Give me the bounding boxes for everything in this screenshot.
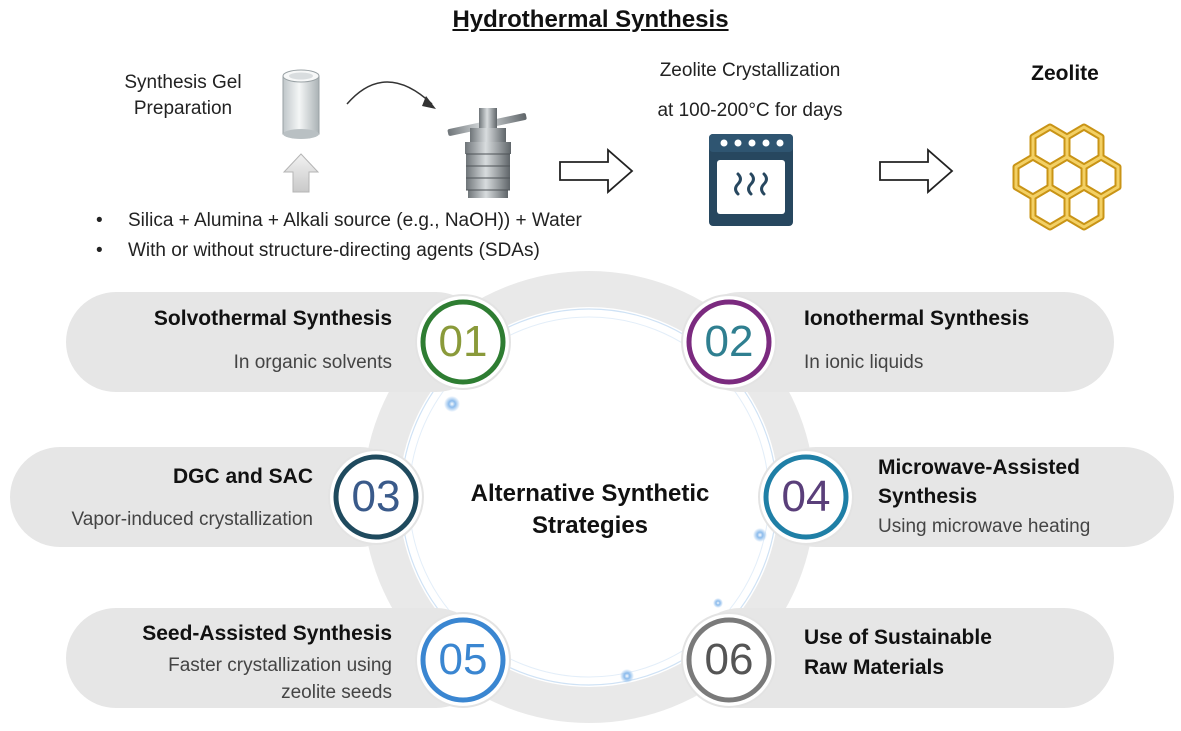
strategy-subtitle-05-line2: zeolite seeds: [281, 682, 392, 703]
arrow-right-icon: [879, 148, 954, 194]
strategy-title-05: Seed-Assisted Synthesis: [142, 622, 392, 645]
number-circle-03: [328, 449, 424, 545]
strategy-number-06: 06: [704, 635, 754, 684]
strategy-title-03: DGC and SAC: [172, 465, 313, 488]
strategy-subtitle-05-line1: Faster crystallization using: [168, 655, 392, 676]
beaker-icon: [282, 69, 320, 139]
number-circle-04: [758, 449, 854, 545]
strategy-title-04-line2: Synthesis: [878, 485, 978, 508]
number-circle-05: [415, 612, 511, 708]
strategy-subtitle-02: In ionic liquids: [804, 352, 924, 373]
zeolite-structure-icon: [1012, 123, 1122, 231]
zeolite-label: Zeolite: [1031, 62, 1099, 85]
oven-icon: [709, 134, 793, 226]
arrow-up-icon: [282, 153, 320, 193]
pill-01: [66, 292, 486, 392]
strategy-subtitle-03: Vapor-induced crystallization: [71, 509, 314, 530]
strategy-title-04-line1: Microwave-Assisted: [878, 456, 1080, 479]
number-circle-02: [681, 294, 777, 390]
strategy-title-06-line1: Use of Sustainable: [804, 626, 992, 649]
bullet-item: •Silica + Alumina + Alkali source (e.g.,…: [96, 210, 582, 231]
strategy-number-01: 01: [438, 317, 488, 366]
strategy-title-02: Ionothermal Synthesis: [804, 307, 1030, 330]
strategy-number-05: 05: [438, 635, 488, 684]
strategy-number-02: 02: [704, 317, 754, 366]
curved-arrow-icon: [346, 81, 436, 109]
crystallization-conditions: at 100-200°C for days: [657, 100, 843, 121]
gel-preparation-label: Synthesis Gel Preparation: [108, 70, 258, 122]
bullet-item: •With or without structure-directing age…: [96, 240, 540, 261]
bullet-text: With or without structure-directing agen…: [128, 240, 540, 261]
number-circle-06: [681, 612, 777, 708]
gel-label-line1: Synthesis Gel: [124, 72, 242, 93]
center-label-line1: Alternative Synthetic: [470, 480, 710, 507]
number-circle-01: [415, 294, 511, 390]
strategy-number-04: 04: [781, 472, 831, 521]
strategy-title-06-line2: Raw Materials: [804, 656, 945, 679]
glow-dots: [444, 396, 767, 683]
crystallization-label: Zeolite Crystallization: [659, 60, 841, 81]
pill-04: [766, 447, 1174, 547]
autoclave-icon: [447, 108, 527, 198]
bullet-text: Silica + Alumina + Alkali source (e.g., …: [128, 210, 582, 231]
pill-06: [690, 608, 1114, 708]
strategy-subtitle-01: In organic solvents: [233, 352, 392, 373]
pill-05: [66, 608, 486, 708]
strategy-number-03: 03: [351, 472, 401, 521]
pill-03: [10, 447, 410, 547]
center-label-line2: Strategies: [531, 512, 649, 539]
arrow-right-icon: [559, 148, 634, 194]
gel-label-line2: Preparation: [133, 98, 233, 119]
page-title: Hydrothermal Synthesis: [452, 6, 729, 33]
strategy-subtitle-04: Using microwave heating: [878, 516, 1091, 537]
center-label: Alternative Synthetic Strategies: [440, 478, 740, 542]
pill-02: [690, 292, 1114, 392]
bullet-list: •Silica + Alumina + Alkali source (e.g.,…: [96, 206, 582, 266]
strategy-title-01: Solvothermal Synthesis: [153, 307, 392, 330]
